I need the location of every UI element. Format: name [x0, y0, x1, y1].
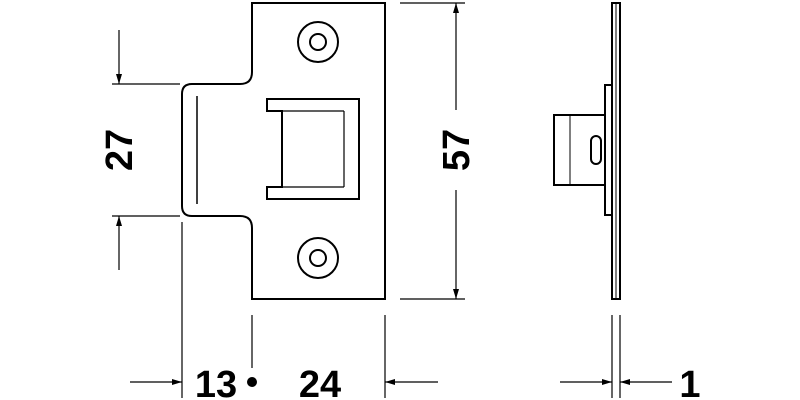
side-tongue	[553, 114, 606, 186]
dimension-label-plate-thickness: 1	[679, 364, 700, 400]
screw-hole-top-inner	[309, 33, 327, 51]
reference-dot	[247, 377, 257, 387]
side-view	[553, 2, 621, 300]
dimension-lines	[112, 2, 672, 398]
screw-hole-top	[297, 21, 339, 63]
strike-plate-outline	[181, 2, 386, 300]
front-view	[181, 2, 386, 300]
screw-hole-bottom-inner	[309, 249, 327, 267]
dimension-label-lip-depth: 13	[195, 364, 237, 400]
dimension-label-tongue-height: 27	[99, 129, 141, 171]
bolt-opening	[266, 98, 360, 200]
dimension-label-plate-height: 57	[436, 129, 478, 171]
dimension-label-plate-width: 24	[299, 364, 341, 400]
side-tongue-base	[604, 84, 613, 216]
side-tongue-slot	[590, 135, 602, 165]
screw-hole-bottom	[297, 237, 339, 279]
